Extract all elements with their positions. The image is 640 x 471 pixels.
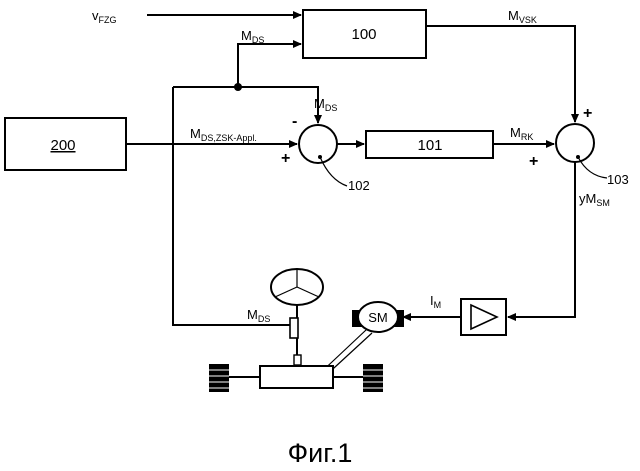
- steering-system: [209, 269, 383, 392]
- sign-102-minus: -: [292, 113, 297, 130]
- label-v-fzg: vFZG: [92, 8, 117, 25]
- line-103-to-amp: [508, 162, 575, 317]
- label-m-ds-zsk: MDS,ZSK-Appl.: [190, 126, 257, 143]
- sign-103-plus-left: +: [529, 153, 538, 170]
- ref-102: 102: [348, 178, 370, 193]
- left-wheel: [209, 364, 229, 392]
- sign-102-plus: +: [281, 150, 290, 167]
- line-m-ds-to-100: [238, 44, 301, 87]
- label-i-m: IM: [430, 293, 441, 310]
- block-100: 100: [303, 10, 426, 58]
- ref-103: 103: [607, 172, 629, 187]
- label-m-rk: MRK: [510, 125, 533, 142]
- amplifier: [461, 299, 506, 335]
- summing-junction-102: 102 - +: [281, 113, 370, 193]
- block-101: 101: [366, 131, 493, 158]
- junction-dot: [234, 83, 242, 91]
- motor-label: SM: [368, 310, 388, 325]
- right-wheel: [363, 364, 383, 392]
- label-m-ds-mid: MDS: [314, 96, 337, 113]
- steering-rack: [260, 366, 333, 388]
- block-200: 200: [5, 118, 126, 170]
- label-m-ds-top: MDS: [241, 28, 264, 45]
- summing-junction-103: 103 + +: [529, 105, 629, 187]
- figure-caption: Фиг.1: [288, 438, 353, 468]
- block-100-label: 100: [351, 26, 376, 43]
- sign-103-plus-top: +: [583, 105, 592, 122]
- torque-sensor: [290, 318, 298, 338]
- label-m-vsk: MVSK: [508, 8, 537, 25]
- block-200-label: 200: [50, 137, 75, 154]
- line-100-to-103: [426, 26, 575, 122]
- label-y-m-sm: yMSM: [579, 191, 610, 208]
- block-101-label: 101: [417, 137, 442, 154]
- label-m-ds-bottom: MDS: [247, 307, 270, 324]
